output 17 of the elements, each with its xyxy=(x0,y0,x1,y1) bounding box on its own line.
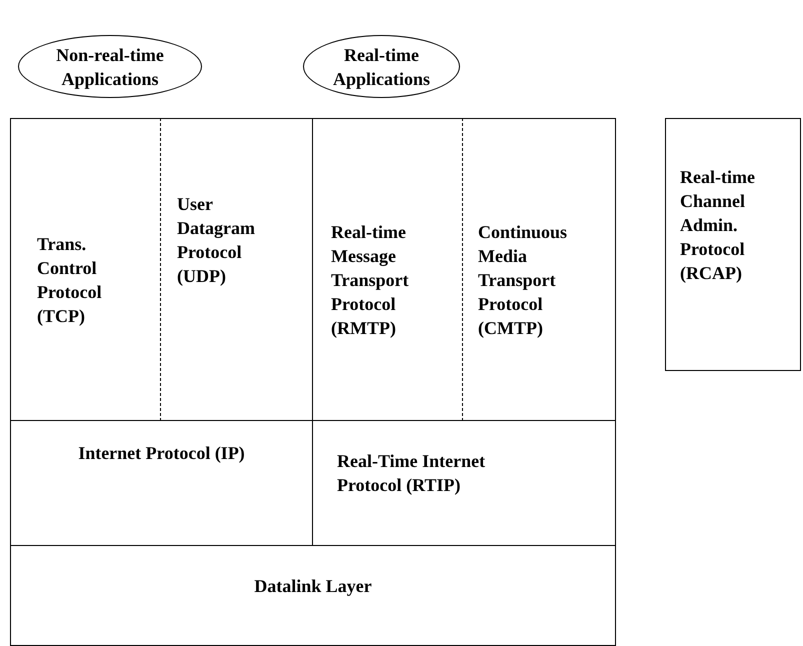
protocol-cell xyxy=(312,118,463,421)
protocol-label: Continuous Media Transport Protocol (CMTP) xyxy=(478,220,568,340)
protocol-label: Trans. Control Protocol (TCP) xyxy=(37,232,103,328)
protocol-cell xyxy=(10,545,616,646)
application-ellipse xyxy=(303,35,460,98)
protocol-label: Real-Time Internet Protocol (RTIP) xyxy=(337,450,486,497)
protocol-label: User Datagram Protocol (UDP) xyxy=(177,192,256,288)
protocol-cell xyxy=(462,118,616,421)
protocol-label: Real-time Channel Admin. Protocol (RCAP) xyxy=(680,166,756,284)
protocol-label: Non-real-time Applications xyxy=(55,44,165,90)
protocol-cell xyxy=(10,118,161,421)
protocol-label: Datalink Layer xyxy=(254,574,372,598)
protocol-label: Real-time Message Transport Protocol (RMTP) xyxy=(331,220,410,340)
application-ellipse xyxy=(18,35,202,98)
protocol-label: Real-time Applications xyxy=(332,44,432,90)
protocol-cell xyxy=(665,118,801,371)
protocol-label: Internet Protocol (IP) xyxy=(78,442,245,465)
